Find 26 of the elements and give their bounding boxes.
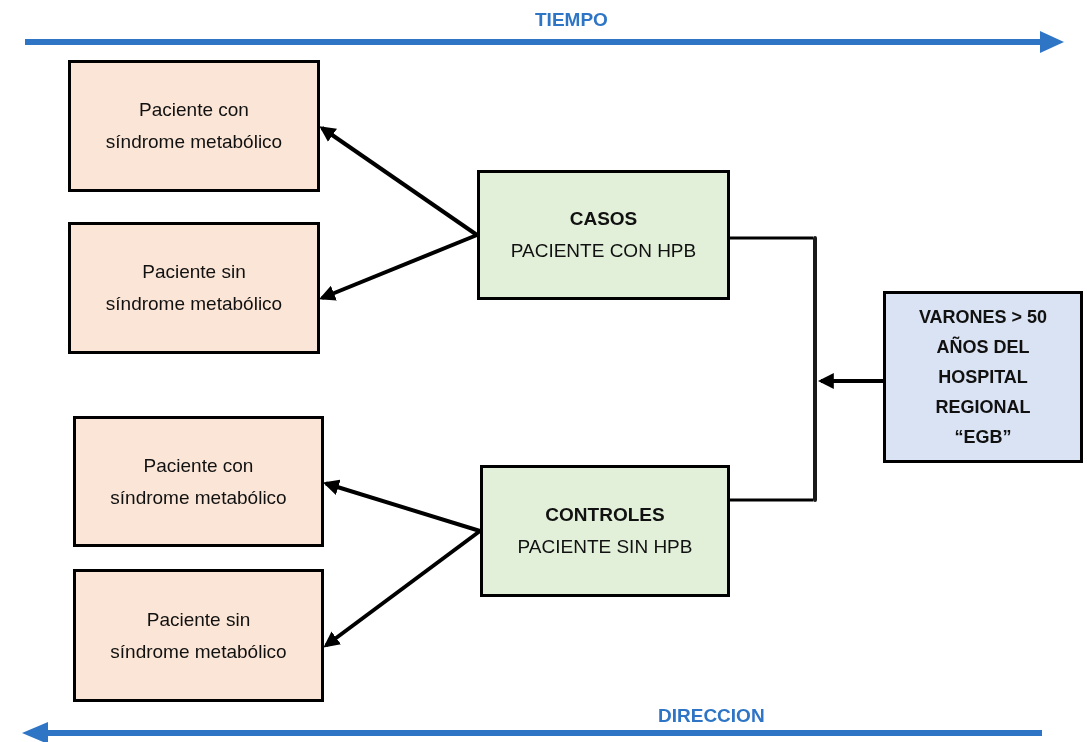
axis-label: TIEMPO [535,8,608,32]
box-text: VARONES > 50 AÑOS DEL HOSPITAL REGIONAL “EGB” [917,306,1049,449]
box-text: Paciente con síndrome metabólico [109,453,288,510]
axis-label: DIRECCION [658,704,765,728]
box-text: PACIENTE CON HPB [510,239,697,263]
box-text: PACIENTE SIN HPB [517,535,693,559]
box-heading: CASOS [569,207,638,231]
arrow [322,479,481,533]
outcome-box [68,60,320,192]
box-heading: CONTROLES [545,503,665,527]
arrow [319,126,479,237]
population-box [883,291,1083,463]
arrow [817,373,883,389]
group-box [480,465,730,597]
arrow [323,529,482,648]
connector-line [730,236,813,240]
arrow [319,233,478,301]
outcome-box [73,569,324,702]
connector-line [730,498,813,502]
bracket-line [813,236,817,502]
box-text: Paciente sin síndrome metabólico [109,607,288,664]
box-text: Paciente sin síndrome metabólico [104,260,284,316]
box-text: Paciente con síndrome metabólico [104,98,284,154]
group-box [477,170,730,300]
outcome-box [68,222,320,354]
outcome-box [73,416,324,547]
